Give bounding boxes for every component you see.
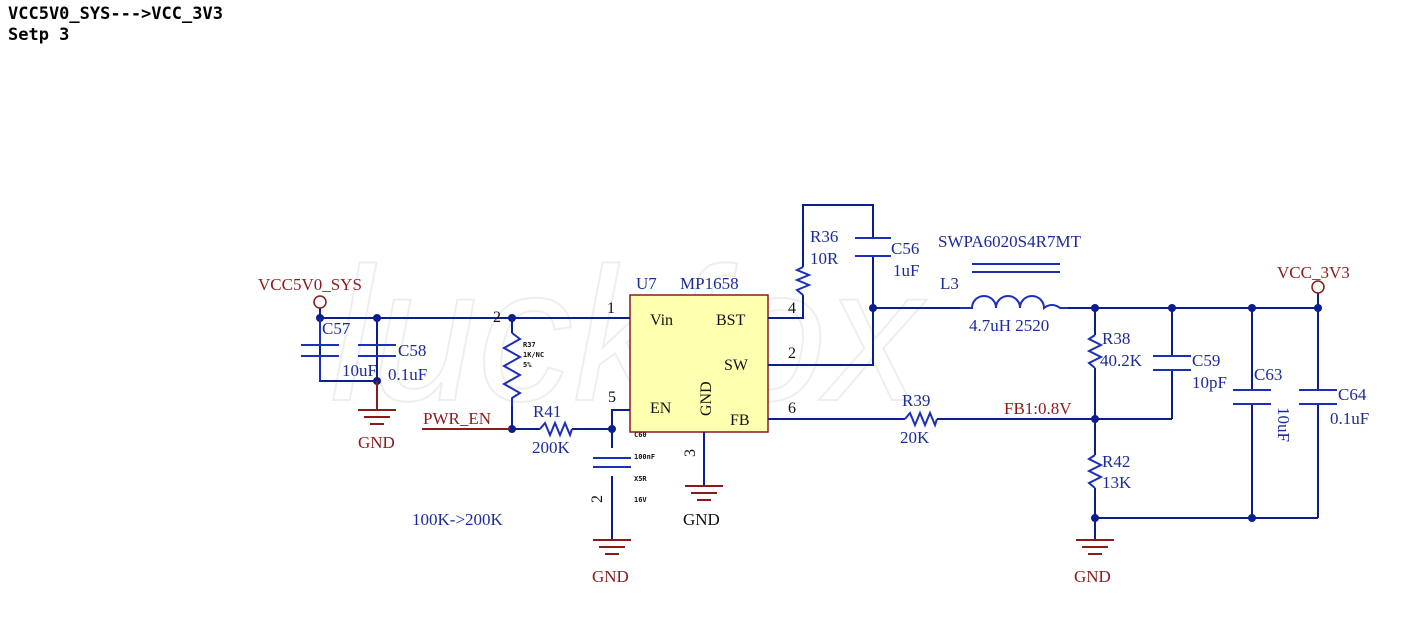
vcc5v0-sys-label: VCC5V0_SYS (258, 275, 362, 294)
c56-value: 1uF (893, 261, 919, 280)
capacitor-c64: C64 0.1uF (1299, 385, 1369, 428)
c57-value: 10uF (342, 361, 377, 380)
ic-pin-en: EN (650, 400, 672, 417)
ic-pinnum-vin: 1 (607, 300, 615, 317)
r42-value: 13K (1102, 473, 1132, 492)
inductor-l3: SWPA6020S4R7MT L3 4.7uH 2520 (938, 232, 1082, 335)
r36-ref: R36 (810, 227, 838, 246)
r41-value: 200K (532, 438, 571, 457)
c60-ref: C60 (634, 431, 647, 439)
c60-pin: 2 (589, 495, 606, 503)
ic-pinnum-bst: 4 (788, 300, 796, 317)
gnd-label-2: GND (592, 567, 629, 586)
capacitor-c57: C57 10uF (301, 318, 377, 381)
r37-ref: R37 (523, 341, 536, 349)
l3-ref: L3 (940, 274, 959, 293)
vcc-3v3-port: VCC_3V3 (1277, 263, 1350, 294)
vcc-3v3-label: VCC_3V3 (1277, 263, 1350, 282)
r42-ref: R42 (1102, 452, 1130, 471)
pwr-en-label: PWR_EN (423, 409, 491, 428)
c58-ref: C58 (398, 341, 426, 360)
resistor-r37: 2 R37 1K/NC 5% (493, 309, 544, 406)
r38-ref: R38 (1102, 329, 1130, 348)
r36-value: 10R (810, 249, 839, 268)
r41-ref: R41 (533, 402, 561, 421)
c64-ref: C64 (1338, 385, 1367, 404)
vcc5v0-sys-port: VCC5V0_SYS (258, 275, 362, 309)
c58-value: 0.1uF (388, 365, 427, 384)
resistor-r41: R41 200K (532, 402, 573, 457)
ic-pinnum-fb: 6 (788, 400, 796, 417)
change-note: 100K->200K (412, 510, 504, 529)
gnd-label-3: GND (683, 510, 720, 529)
ic-body (629, 294, 769, 433)
capacitor-c60: C60 100nF X5R 16V 2 (589, 431, 655, 504)
c63-value: 10uF (1274, 407, 1293, 442)
resistor-r39: R39 20K (900, 391, 938, 447)
c63-ref: C63 (1254, 365, 1282, 384)
resistor-r42: R42 13K (1086, 452, 1132, 492)
header-step: Setp 3 (8, 25, 70, 45)
header-title: VCC5V0_SYS--->VCC_3V3 (8, 4, 223, 24)
r37-tol: 5% (523, 361, 532, 369)
r39-ref: R39 (902, 391, 930, 410)
resistor-r38: R38 40.2K (1086, 329, 1143, 370)
capacitor-c59: C59 10pF (1153, 351, 1227, 392)
c56-ref: C56 (891, 239, 919, 258)
ic-pinnum-gnd: 3 (682, 449, 699, 457)
ic-u7: U7 MP1658 Vin EN BST SW FB GND 1 5 4 2 6… (590, 274, 803, 470)
gnd-symbol-4: GND (1074, 539, 1114, 586)
ic-pinnum-en: 5 (608, 389, 616, 406)
capacitor-c58: C58 0.1uF (358, 341, 427, 384)
ic-pin-bst: BST (716, 312, 746, 329)
ic-pin-vin: Vin (650, 312, 673, 329)
ic-part: MP1658 (680, 274, 739, 293)
ic-pin-sw: SW (724, 357, 749, 374)
fb-net-label: FB1:0.8V (1004, 399, 1072, 418)
ic-pin-gnd: GND (698, 381, 715, 416)
resistor-r36: R36 10R (794, 227, 839, 296)
capacitor-c63: C63 10uF (1233, 365, 1293, 442)
gnd-symbol-3: GND (683, 485, 723, 529)
r39-value: 20K (900, 428, 930, 447)
gnd-symbol-2: GND (592, 539, 631, 586)
r38-value: 40.2K (1100, 351, 1143, 370)
c64-value: 0.1uF (1330, 409, 1369, 428)
gnd-label-1: GND (358, 433, 395, 452)
l3-value: 4.7uH 2520 (969, 316, 1049, 335)
capacitor-c56: C56 1uF (855, 237, 919, 280)
c57-ref: C57 (322, 319, 351, 338)
c60-dielectric: X5R (634, 475, 647, 483)
c60-value: 100nF (634, 453, 655, 461)
c59-ref: C59 (1192, 351, 1220, 370)
r37-pin: 2 (493, 309, 501, 326)
ic-pin-fb: FB (730, 412, 750, 429)
schematic-header: VCC5V0_SYS--->VCC_3V3 Setp 3 (8, 4, 223, 46)
gnd-label-4: GND (1074, 567, 1111, 586)
ic-ref: U7 (636, 274, 657, 293)
watermark: luckfox (330, 229, 927, 441)
r37-value: 1K/NC (523, 351, 544, 359)
c60-voltage: 16V (634, 496, 647, 504)
gnd-symbol-1: GND (358, 381, 396, 452)
l3-part: SWPA6020S4R7MT (938, 232, 1082, 251)
c59-value: 10pF (1192, 373, 1227, 392)
ic-pinnum-sw: 2 (788, 345, 796, 362)
